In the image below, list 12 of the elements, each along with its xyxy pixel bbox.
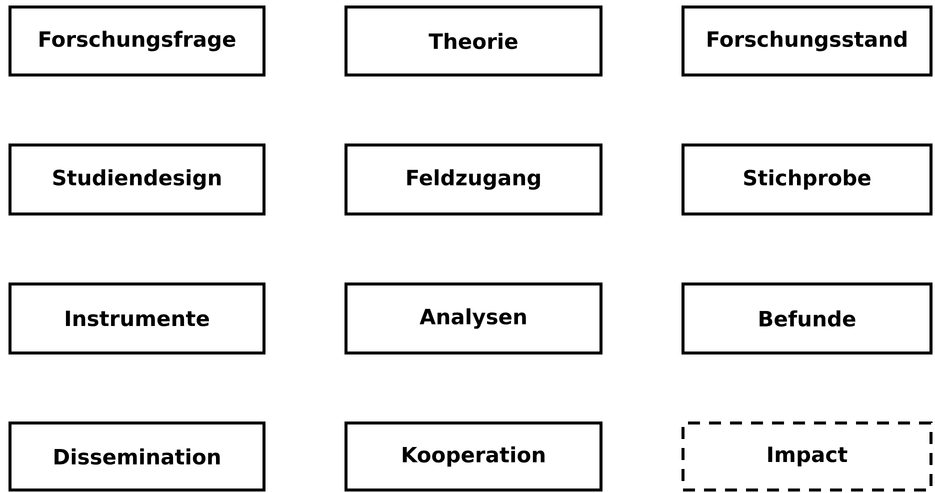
process-box: Kooperation	[344, 422, 602, 492]
process-box: Feldzugang	[344, 144, 602, 216]
process-box: Stichprobe	[682, 144, 932, 216]
process-box: Impact	[682, 422, 932, 492]
process-box: Forschungsfrage	[8, 6, 266, 76]
process-box: Befunde	[682, 282, 932, 354]
process-box: Analysen	[344, 282, 602, 354]
process-box: Forschungsstand	[682, 6, 932, 76]
process-box: Studiendesign	[8, 144, 266, 216]
process-box: Theorie	[344, 6, 602, 76]
process-box: Dissemination	[8, 422, 266, 492]
process-box: Instrumente	[8, 282, 266, 354]
